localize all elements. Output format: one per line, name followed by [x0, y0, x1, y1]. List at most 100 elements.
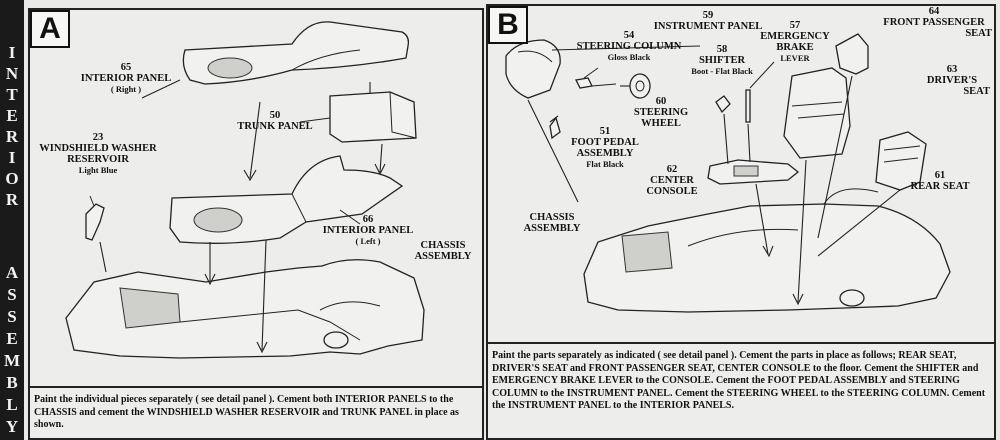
- part-name: STEERING: [633, 107, 689, 118]
- drivers-seat-part: [783, 67, 851, 159]
- sidebar-letter: O: [5, 169, 19, 188]
- part-name: INTERIOR PANEL: [322, 225, 414, 236]
- panel-a-instructions: Paint the individual pieces separately (…: [30, 386, 482, 438]
- label-drivers-seat: 63 DRIVER'S SEAT: [914, 64, 990, 97]
- part-name-line2: ASSEMBLY: [576, 148, 634, 159]
- label-shifter: 58 SHIFTER Boot - Flat Black: [680, 44, 764, 77]
- part-name: CHASSIS: [529, 212, 575, 223]
- part-name: FRONT PASSENGER: [883, 17, 985, 28]
- part-name: FOOT PEDAL: [571, 137, 639, 148]
- sidebar-letter: S: [7, 307, 17, 326]
- part-note: Boot - Flat Black: [691, 66, 753, 76]
- label-steering-column: 54 STEERING COLUMN Gloss Black: [574, 30, 684, 63]
- sidebar-letter: I: [8, 148, 16, 167]
- chassis-part: [65, 259, 425, 359]
- label-interior-panel-left: 66 INTERIOR PANEL ( Left ): [316, 214, 420, 247]
- sidebar-letter: Y: [5, 417, 19, 436]
- part-name: STEERING COLUMN: [576, 41, 682, 52]
- label-foot-pedal-assembly: 51 FOOT PEDAL ASSEMBLY Flat Black: [560, 126, 650, 170]
- part-number: 60: [655, 96, 667, 107]
- panel-a-letter: A: [30, 10, 70, 48]
- panel-b-illustration: [505, 33, 951, 313]
- part-note: LEVER: [780, 53, 810, 63]
- label-front-passenger-seat: 64 FRONT PASSENGER SEAT: [876, 6, 992, 39]
- sidebar-letter: E: [6, 106, 18, 125]
- chassis-part-b: [583, 203, 951, 313]
- part-number: 65: [120, 62, 132, 73]
- label-emergency-brake: 57 EMERGENCY BRAKE LEVER: [758, 20, 832, 64]
- part-number: 54: [623, 30, 635, 41]
- sidebar-letter: E: [6, 329, 18, 348]
- panel-a-illustration: [65, 21, 425, 359]
- part-number: 66: [362, 214, 374, 225]
- part-note: ( Right ): [110, 84, 142, 94]
- part-number: 62: [666, 164, 678, 175]
- washer-reservoir-part: [85, 203, 105, 241]
- instrument-panel-part: [505, 39, 561, 99]
- front-passenger-seat-part: [835, 33, 869, 75]
- part-name: WINDSHIELD WASHER: [39, 143, 157, 154]
- part-name-line2: ASSEMBLY: [523, 223, 581, 234]
- panel-b-instructions: Paint the parts separately as indicated …: [488, 342, 994, 438]
- part-name: TRUNK PANEL: [237, 121, 313, 132]
- part-note: Gloss Black: [607, 52, 651, 62]
- sidebar-letter: B: [6, 373, 18, 392]
- label-instrument-panel: 59 INSTRUMENT PANEL: [648, 10, 768, 32]
- label-center-console: 62 CENTER CONSOLE: [640, 164, 704, 197]
- foot-pedal-part: [549, 116, 561, 140]
- part-number: 58: [716, 44, 728, 55]
- part-name-line2: CONSOLE: [646, 186, 698, 197]
- panel-b-letter: B: [488, 6, 528, 44]
- part-note: Flat Black: [586, 159, 624, 169]
- part-number: 63: [946, 64, 958, 75]
- part-name-line2: ASSEMBLY: [414, 251, 472, 262]
- label-rear-seat: 61 REAR SEAT: [902, 170, 978, 192]
- part-name-line2: SEAT: [963, 86, 990, 97]
- sidebar-letter: A: [5, 263, 19, 282]
- steering-wheel-part: [629, 73, 651, 99]
- part-name-line2: RESERVOIR: [67, 154, 129, 165]
- panel-a: A 65 INTERIOR PANEL ( Right ) 50 TRUNK P…: [28, 8, 484, 440]
- part-name: CHASSIS: [420, 240, 466, 251]
- part-name-line2: BRAKE: [776, 42, 814, 53]
- sidebar-letter: S: [7, 285, 17, 304]
- part-name: REAR SEAT: [910, 181, 970, 192]
- panel-b: B 59 INSTRUMENT PANEL 54 STEERING COLUMN…: [486, 4, 996, 440]
- part-name: EMERGENCY: [760, 31, 830, 42]
- part-name: CENTER: [650, 175, 694, 186]
- part-number: 64: [928, 6, 940, 17]
- part-name-line2: WHEEL: [641, 118, 681, 129]
- sidebar-letter: N: [5, 64, 19, 83]
- sidebar-letter: L: [6, 395, 18, 414]
- part-name: INSTRUMENT PANEL: [653, 21, 763, 32]
- sidebar-letter: R: [5, 127, 19, 146]
- part-name: SHIFTER: [698, 55, 746, 66]
- label-steering-wheel: 60 STEERING WHEEL: [624, 96, 698, 129]
- part-name: INTERIOR PANEL: [80, 73, 172, 84]
- part-number: 51: [599, 126, 611, 137]
- sidebar-letter: T: [6, 85, 18, 104]
- chassis-wheel: [323, 331, 349, 349]
- part-number: 61: [934, 170, 946, 181]
- part-number: 57: [789, 20, 801, 31]
- label-interior-panel-right: 65 INTERIOR PANEL ( Right ): [68, 62, 184, 95]
- part-note: Light Blue: [78, 165, 118, 175]
- label-trunk-panel: 50 TRUNK PANEL: [230, 110, 320, 132]
- part-name-line2: SEAT: [965, 28, 992, 39]
- label-washer-reservoir: 23 WINDSHIELD WASHER RESERVOIR Light Blu…: [34, 132, 162, 176]
- shifter-part: [715, 95, 731, 114]
- sidebar-letter: R: [5, 190, 19, 209]
- sidebar-letter: M: [3, 351, 21, 370]
- part-note: ( Left ): [355, 236, 381, 246]
- part-name: DRIVER'S: [926, 75, 978, 86]
- label-chassis-assembly-a: CHASSIS ASSEMBLY: [408, 240, 478, 262]
- steering-column-part: [575, 77, 593, 89]
- label-chassis-assembly-b: CHASSIS ASSEMBLY: [516, 212, 588, 234]
- chassis-wheel-b: [839, 289, 865, 307]
- part-number: 50: [269, 110, 281, 121]
- brake-lever-part: [745, 89, 751, 123]
- sidebar-letter: I: [8, 43, 16, 62]
